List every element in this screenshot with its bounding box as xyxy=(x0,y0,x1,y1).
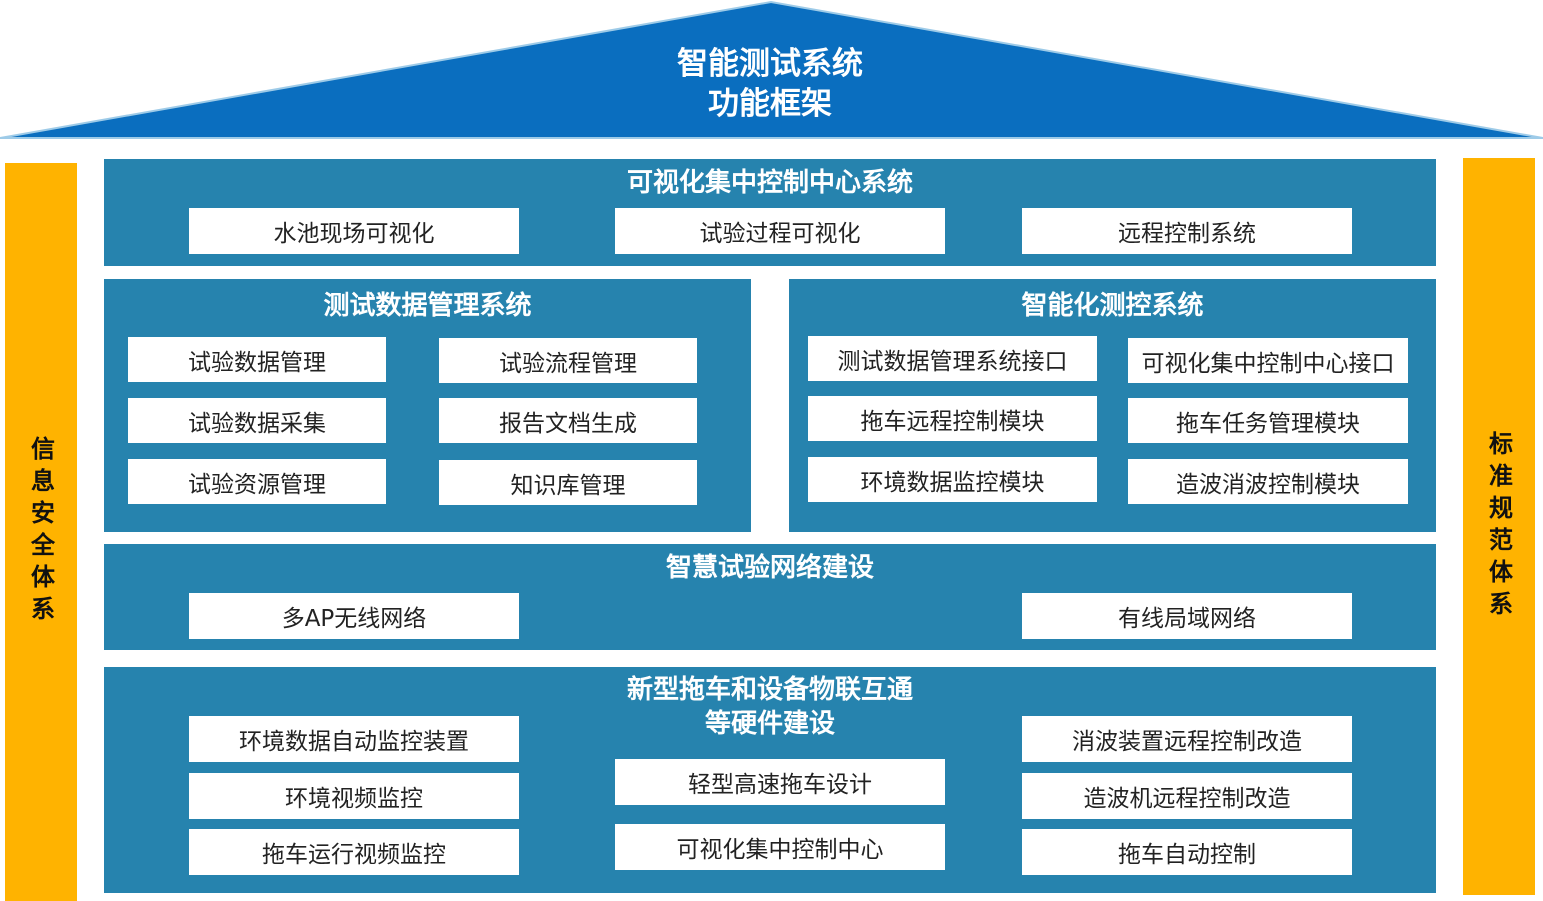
smart-control-item: 造波消波控制模块 xyxy=(1128,459,1408,504)
data-mgmt-item: 试验资源管理 xyxy=(128,459,386,504)
data-mgmt-item: 报告文档生成 xyxy=(439,398,697,443)
smart-control-title: 智能化测控系统 xyxy=(1021,291,1204,321)
smart-control-panel: 智能化测控系统 测试数据管理系统接口 可视化集中控制中心接口 拖车远程控制模块 … xyxy=(789,279,1436,532)
hardware-title: 新型拖车和设备物联互通 等硬件建设 xyxy=(104,673,1436,741)
data-mgmt-title: 测试数据管理系统 xyxy=(323,291,532,321)
hardware-panel: 新型拖车和设备物联互通 等硬件建设 环境数据自动监控装置 环境视频监控 拖车运行… xyxy=(104,667,1436,893)
roof-title: 智能测试系统 功能框架 xyxy=(520,44,1020,124)
hardware-title-line1: 新型拖车和设备物联互通 xyxy=(626,675,913,705)
standards-pillar: 标准规范体系 xyxy=(1463,158,1535,895)
roof-title-line1: 智能测试系统 xyxy=(677,46,863,82)
network-item: 多AP无线网络 xyxy=(189,593,519,639)
smart-control-item: 测试数据管理系统接口 xyxy=(808,336,1097,381)
smart-control-item: 拖车远程控制模块 xyxy=(808,396,1097,441)
data-mgmt-item: 试验数据管理 xyxy=(128,337,386,382)
security-pillar: 信息安全体系 xyxy=(5,163,77,901)
roof-title-line2: 功能框架 xyxy=(708,86,832,122)
visual-center-item: 试验过程可视化 xyxy=(615,208,945,254)
hardware-center-item: 可视化集中控制中心 xyxy=(615,824,945,870)
smart-control-item: 环境数据监控模块 xyxy=(808,457,1097,502)
smart-control-item: 可视化集中控制中心接口 xyxy=(1128,338,1408,383)
hardware-right-item: 消波装置远程控制改造 xyxy=(1022,716,1352,762)
smart-control-item: 拖车任务管理模块 xyxy=(1128,398,1408,443)
data-mgmt-item: 试验数据采集 xyxy=(128,398,386,443)
hardware-right-item: 造波机远程控制改造 xyxy=(1022,773,1352,819)
standards-pillar-label: 标准规范体系 xyxy=(1484,430,1513,623)
hardware-right-item: 拖车自动控制 xyxy=(1022,829,1352,875)
hardware-center-item: 轻型高速拖车设计 xyxy=(615,759,945,805)
hardware-left-item: 拖车运行视频监控 xyxy=(189,829,519,875)
visual-center-item: 远程控制系统 xyxy=(1022,208,1352,254)
visual-center-title: 可视化集中控制中心系统 xyxy=(626,168,913,198)
visual-center-item: 水池现场可视化 xyxy=(189,208,519,254)
hardware-title-line2: 等硬件建设 xyxy=(704,709,835,739)
data-mgmt-item: 试验流程管理 xyxy=(439,338,697,383)
network-item: 有线局域网络 xyxy=(1022,593,1352,639)
hardware-left-item: 环境视频监控 xyxy=(189,773,519,819)
security-pillar-label: 信息安全体系 xyxy=(26,436,55,628)
data-mgmt-panel: 测试数据管理系统 试验数据管理 试验流程管理 试验数据采集 报告文档生成 试验资… xyxy=(104,279,751,532)
data-mgmt-item: 知识库管理 xyxy=(439,460,697,505)
network-panel: 智慧试验网络建设 多AP无线网络 有线局域网络 xyxy=(104,544,1436,650)
visual-center-panel: 可视化集中控制中心系统 水池现场可视化 试验过程可视化 远程控制系统 xyxy=(104,159,1436,266)
roof xyxy=(0,0,1543,139)
hardware-left-item: 环境数据自动监控装置 xyxy=(189,716,519,762)
network-title: 智慧试验网络建设 xyxy=(665,553,874,583)
